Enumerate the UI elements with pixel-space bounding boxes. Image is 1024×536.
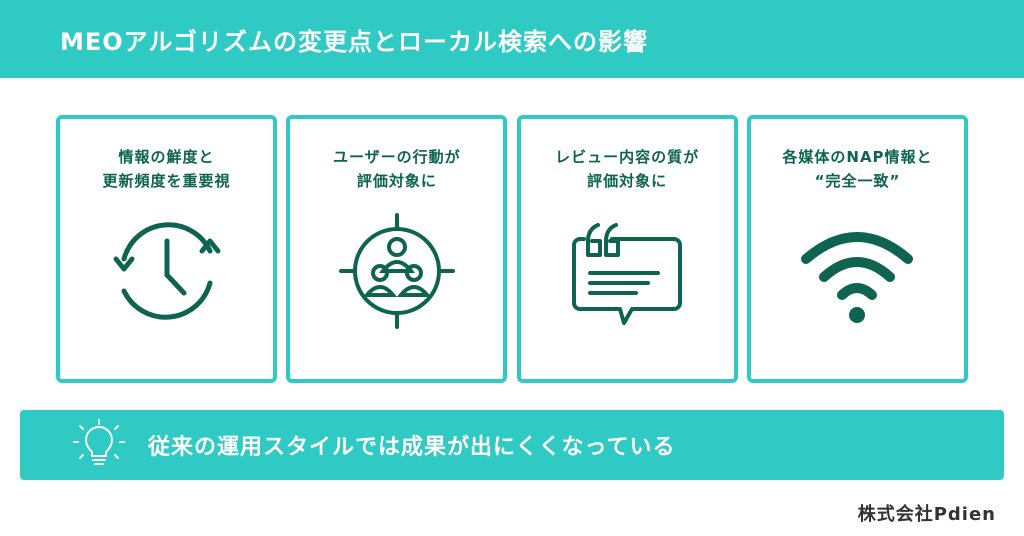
clock-refresh-icon	[113, 222, 220, 320]
wifi-icon	[801, 232, 914, 323]
page-title: MEOアルゴリズムの変更点とローカル検索への影響	[60, 27, 648, 56]
card-caption: レビュー内容の質が 評価対象に	[521, 145, 734, 193]
card-caption-line1: 各媒体のNAP情報と	[782, 148, 933, 166]
quote-bubble-icon	[572, 223, 683, 325]
card-caption: ユーザーの行動が 評価対象に	[290, 145, 503, 193]
card-caption-line2: 更新頻度を重要視	[102, 172, 231, 190]
card-freshness: 情報の鮮度と 更新頻度を重要視	[56, 115, 277, 383]
title-bar: MEOアルゴリズムの変更点とローカル検索への影響	[0, 0, 1024, 78]
card-nap-consistency: 各媒体のNAP情報と “完全一致”	[746, 115, 968, 383]
conclusion-banner: 従来の運用スタイルでは成果が出にくくなっている	[20, 410, 1004, 480]
card-caption-line2: “完全一致”	[814, 172, 901, 190]
card-caption: 情報の鮮度と 更新頻度を重要視	[60, 145, 273, 193]
card-user-behavior: ユーザーの行動が 評価対象に	[286, 115, 508, 383]
card-caption-line2: 評価対象に	[587, 172, 668, 190]
card-caption-line2: 評価対象に	[356, 172, 437, 190]
lightbulb-icon	[73, 419, 125, 465]
card-review-quality: レビュー内容の質が 評価対象に	[516, 115, 738, 383]
card-caption-line1: 情報の鮮度と	[118, 148, 215, 166]
card-caption-line1: レビュー内容の質が	[555, 148, 700, 166]
conclusion-text: 従来の運用スタイルでは成果が出にくくなっている	[148, 435, 676, 460]
company-name: 株式会社Pdien	[857, 504, 996, 525]
card-row: 情報の鮮度と 更新頻度を重要視 ユーザーの行動が 評価対象に	[56, 115, 968, 383]
target-users-icon	[338, 213, 455, 329]
card-caption-line1: ユーザーの行動が	[332, 148, 461, 166]
card-caption: 各媒体のNAP情報と “完全一致”	[751, 145, 964, 193]
